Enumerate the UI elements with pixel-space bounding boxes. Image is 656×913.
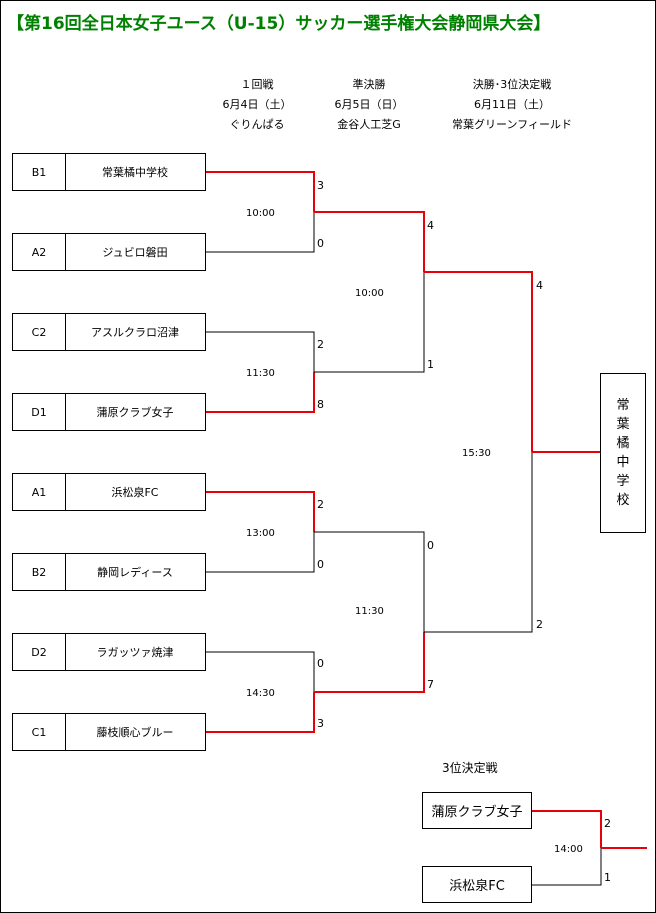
champion-char: 校	[616, 493, 630, 508]
score-r1-a1: 2	[317, 498, 324, 511]
champion-char: 葉	[616, 417, 630, 432]
line-final-top	[424, 271, 533, 452]
line-d1	[206, 372, 315, 413]
time-r1-match2: 11:30	[246, 368, 275, 379]
team-box-c2: C2 アスルクラロ沼津	[12, 313, 206, 351]
page-title: 【第16回全日本女子ユース（U-15）サッカー選手権大会静岡県大会】	[7, 14, 551, 34]
team-box-a1: A1 浜松泉FC	[12, 473, 206, 511]
score-sf-2-top: 0	[427, 539, 434, 552]
round-venue: 常葉グリーンフィールド	[452, 118, 572, 131]
team-name: 藤枝順心ブルー	[96, 726, 174, 739]
time-sf-1: 10:00	[355, 288, 384, 299]
line-d2	[206, 651, 315, 692]
score-r1-d2: 0	[317, 657, 324, 670]
third-place-title: 3位決定戦	[442, 761, 498, 775]
champion-name: 常 葉 橘 中 学 校	[601, 396, 645, 510]
score-r1-a2: 0	[317, 237, 324, 250]
third-time: 14:00	[554, 844, 583, 855]
team-box-b2: B2 静岡レディース	[12, 553, 206, 591]
team-name: ラガッツァ焼津	[96, 646, 174, 659]
third-team2-name: 浜松泉FC	[449, 879, 505, 894]
score-sf-2-bottom: 7	[427, 678, 434, 691]
champion-char: 橘	[616, 436, 630, 451]
champion-char: 常	[616, 398, 630, 413]
third-score1: 2	[604, 817, 611, 830]
line-sf2-top	[314, 531, 425, 632]
time-r1-match1: 10:00	[246, 208, 275, 219]
third-team2-box: 浜松泉FC	[422, 866, 532, 903]
score-final-bottom: 2	[536, 618, 543, 631]
time-sf-2: 11:30	[355, 606, 384, 617]
team-box-d1: D1 蒲原クラブ女子	[12, 393, 206, 431]
line-a1	[206, 491, 315, 532]
team-name: 静岡レディース	[97, 566, 173, 579]
team-seed: D1	[13, 394, 66, 430]
team-box-c1: C1 藤枝順心ブルー	[12, 713, 206, 751]
team-seed: A2	[13, 234, 66, 270]
third-team1-name: 蒲原クラブ女子	[431, 805, 523, 820]
line-c2	[206, 331, 315, 372]
score-sf-1-bottom: 1	[427, 358, 434, 371]
line-c1	[206, 692, 315, 733]
line-third-top	[532, 810, 602, 848]
round-name: 決勝･3位決定戦	[472, 78, 552, 91]
line-third-bottom	[532, 848, 602, 886]
round-date: 6月4日（土）	[222, 98, 292, 111]
round-header-sf: 準決勝 6月5日（日） 金谷人工芝G	[294, 75, 444, 135]
score-r1-d1: 8	[317, 398, 324, 411]
champion-box: 常 葉 橘 中 学 校	[600, 373, 646, 533]
round-date: 6月11日（土）	[474, 98, 550, 111]
team-name: 常葉橘中学校	[102, 166, 168, 179]
line-b1	[206, 171, 315, 212]
round-venue: ぐりんぱる	[229, 118, 285, 131]
score-r1-b1: 3	[317, 179, 324, 192]
round-header-r1: １回戦 6月4日（土） ぐりんぱる	[182, 75, 332, 135]
score-r1-c1: 3	[317, 717, 324, 730]
round-venue: 金谷人工芝G	[337, 118, 401, 131]
time-r1-match3: 13:00	[246, 528, 275, 539]
team-seed: A1	[13, 474, 66, 510]
score-r1-b2: 0	[317, 558, 324, 571]
time-final: 15:30	[462, 448, 491, 459]
team-name: ジュビロ磐田	[102, 246, 168, 259]
line-a2	[206, 212, 315, 253]
score-final-top: 4	[536, 279, 543, 292]
line-sf1-bottom	[314, 272, 425, 373]
team-box-b1: B1 常葉橘中学校	[12, 153, 206, 191]
line-sf2-bottom	[314, 632, 425, 693]
round-date: 6月5日（日）	[334, 98, 404, 111]
team-seed: B2	[13, 554, 66, 590]
line-final-bottom	[424, 452, 533, 633]
team-box-d2: D2 ラガッツァ焼津	[12, 633, 206, 671]
team-seed: D2	[13, 634, 66, 670]
team-name: 蒲原クラブ女子	[96, 406, 174, 419]
round-name: １回戦	[240, 78, 274, 91]
team-seed: C2	[13, 314, 66, 350]
third-team1-box: 蒲原クラブ女子	[422, 792, 532, 829]
line-b2	[206, 532, 315, 573]
team-name: アスルクラロ沼津	[91, 326, 179, 339]
round-header-final: 決勝･3位決定戦 6月11日（土） 常葉グリーンフィールド	[437, 75, 587, 135]
third-score2: 1	[604, 871, 611, 884]
time-r1-match4: 14:30	[246, 688, 275, 699]
score-r1-c2: 2	[317, 338, 324, 351]
champion-char: 中	[616, 455, 630, 470]
team-seed: C1	[13, 714, 66, 750]
score-sf-1-top: 4	[427, 219, 434, 232]
team-seed: B1	[13, 154, 66, 190]
team-box-a2: A2 ジュビロ磐田	[12, 233, 206, 271]
line-sf1-top	[314, 211, 425, 272]
champion-char: 学	[616, 474, 630, 489]
team-name: 浜松泉FC	[111, 486, 159, 499]
round-name: 準決勝	[352, 78, 386, 91]
